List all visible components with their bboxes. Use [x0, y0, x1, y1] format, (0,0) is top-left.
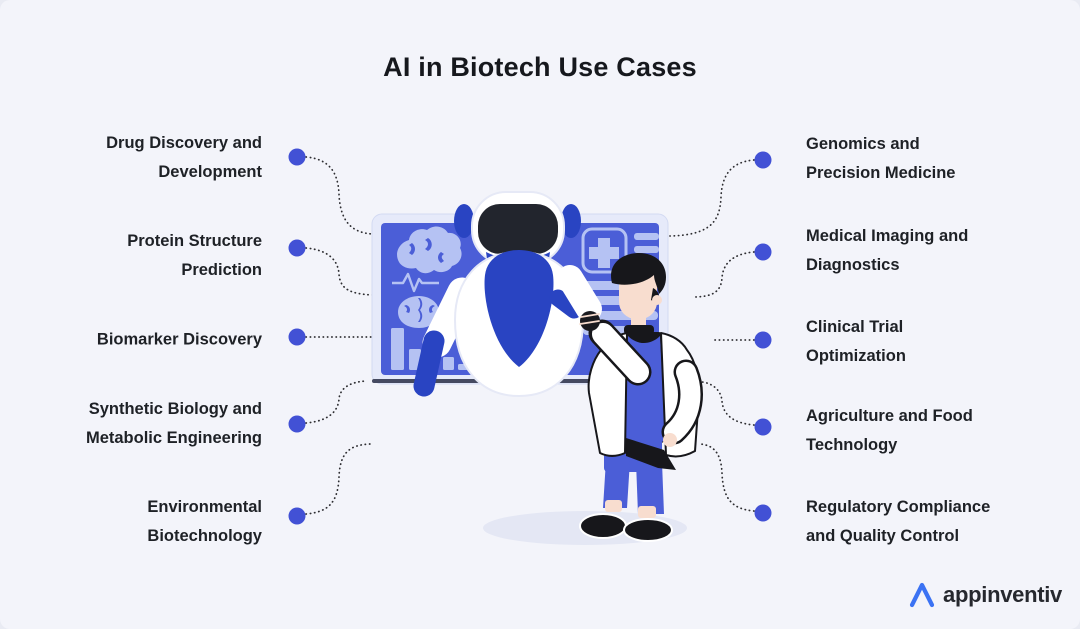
connector-dots: [288, 148, 772, 525]
node-dot-left-1: [288, 148, 306, 166]
node-dot-right-1: [754, 151, 772, 169]
robot-visor: [478, 204, 558, 254]
connector-line-right-4: [701, 381, 755, 426]
brain-icon: [398, 296, 439, 328]
scientist-shoe: [579, 513, 627, 539]
connector-lines: [305, 156, 755, 515]
use-case-clinical-trial: Clinical Trial Optimization: [806, 313, 906, 371]
use-case-line: Medical Imaging and: [806, 227, 969, 245]
appinventiv-logo-icon: [909, 582, 935, 608]
use-case-line: Prediction: [181, 261, 262, 279]
use-case-drug-discovery: Drug Discovery and Development: [106, 129, 262, 187]
node-dot-right-5: [754, 504, 772, 522]
use-case-line: Environmental: [147, 498, 262, 516]
use-case-line: Drug Discovery and: [106, 134, 262, 152]
scientist-shoe: [623, 518, 673, 542]
connector-line-right-5: [699, 443, 755, 512]
use-case-line: Development: [158, 163, 262, 181]
use-case-line: Clinical Trial: [806, 318, 904, 336]
connector-line-left-2: [305, 247, 374, 296]
node-dot-left-5: [288, 507, 306, 525]
use-case-line: Protein Structure: [127, 232, 262, 250]
use-case-line: Optimization: [806, 347, 906, 365]
use-case-protein-structure: Protein Structure Prediction: [127, 227, 262, 285]
use-case-agriculture-food: Agriculture and Food Technology: [806, 402, 973, 460]
node-dot-left-4: [288, 415, 306, 433]
use-case-line: Agriculture and Food: [806, 407, 973, 425]
node-dot-right-4: [754, 418, 772, 436]
use-case-line: Synthetic Biology and: [88, 400, 262, 418]
use-case-line: Precision Medicine: [806, 164, 956, 182]
use-case-line: and Quality Control: [806, 527, 960, 545]
use-case-line: Biotechnology: [147, 527, 262, 545]
use-case-line: Biomarker Discovery: [96, 330, 262, 349]
use-case-regulatory-compliance: Regulatory Compliance and Quality Contro…: [806, 493, 990, 551]
connector-line-left-4: [305, 380, 367, 424]
appinventiv-logo[interactable]: appinventiv: [908, 581, 1062, 609]
brain-icon: [397, 226, 462, 274]
robot-figure: [413, 191, 602, 398]
use-case-line: Genomics and: [806, 135, 920, 153]
scientist-figure: [579, 253, 703, 542]
use-case-environmental-biotech: Environmental Biotechnology: [147, 493, 262, 551]
ecg-line-icon: [392, 272, 439, 293]
node-dot-right-3: [754, 331, 772, 349]
use-case-synthetic-biology: Synthetic Biology and Metabolic Engineer…: [86, 395, 262, 453]
node-dot-left-2: [288, 239, 306, 257]
use-case-medical-imaging: Medical Imaging and Diagnostics: [806, 222, 968, 280]
connector-line-right-2: [691, 251, 755, 298]
use-case-line: Regulatory Compliance: [806, 498, 991, 516]
use-case-line: Technology: [806, 436, 898, 454]
use-case-line: Diagnostics: [806, 256, 900, 274]
use-case-genomics: Genomics and Precision Medicine: [806, 130, 955, 188]
node-dot-left-3: [288, 328, 306, 346]
connector-line-left-1: [305, 156, 374, 235]
page-title: AI in Biotech Use Cases: [383, 52, 697, 82]
use-case-line: Metabolic Engineering: [85, 429, 262, 447]
scientist-hair: [611, 253, 666, 294]
node-dot-right-2: [754, 243, 772, 261]
connector-line-right-1: [669, 159, 755, 237]
medical-cross-icon: [581, 227, 628, 274]
use-case-biomarker-discovery: Biomarker Discovery: [97, 326, 262, 355]
connector-line-left-5: [305, 443, 371, 515]
appinventiv-logo-text: appinventiv: [943, 582, 1062, 607]
